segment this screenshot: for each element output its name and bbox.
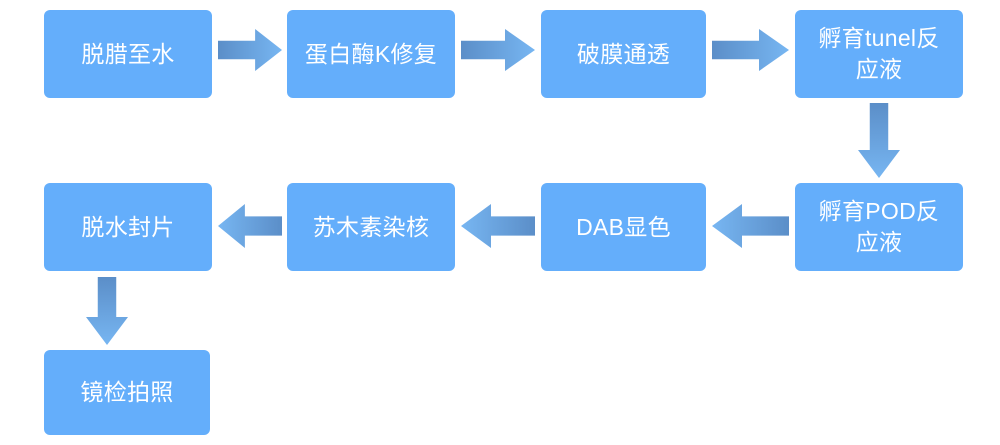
arrow-shape: [712, 29, 789, 71]
flow-arrow-down-n4-to-n5: [858, 103, 900, 178]
flow-node-n1[interactable]: 脱腊至水: [44, 10, 212, 98]
flow-arrow-left-n6-to-n7: [461, 204, 535, 248]
flow-node-n2[interactable]: 蛋白酶K修复: [287, 10, 455, 98]
flow-node-n6[interactable]: DAB显色: [541, 183, 706, 271]
arrow-shape: [712, 204, 789, 248]
flow-arrow-left-n5-to-n6: [712, 204, 789, 248]
flow-arrow-right-n1-to-n2: [218, 29, 282, 71]
arrow-shape: [218, 29, 282, 71]
arrow-shape: [461, 204, 535, 248]
flow-arrow-right-n3-to-n4: [712, 29, 789, 71]
flow-node-n8[interactable]: 脱水封片: [44, 183, 212, 271]
flow-node-n4[interactable]: 孵育tunel反 应液: [795, 10, 963, 98]
flow-node-n5[interactable]: 孵育POD反 应液: [795, 183, 963, 271]
flow-arrow-right-n2-to-n3: [461, 29, 535, 71]
arrow-shape: [858, 103, 900, 178]
arrow-shape: [86, 277, 128, 345]
flow-node-n7[interactable]: 苏木素染核: [287, 183, 455, 271]
flow-node-n3[interactable]: 破膜通透: [541, 10, 706, 98]
arrow-shape: [461, 29, 535, 71]
arrow-shape: [218, 204, 282, 248]
flow-arrow-down-n8-to-n9: [86, 277, 128, 345]
flow-node-n9[interactable]: 镜检拍照: [44, 350, 210, 435]
flow-arrow-left-n7-to-n8: [218, 204, 282, 248]
